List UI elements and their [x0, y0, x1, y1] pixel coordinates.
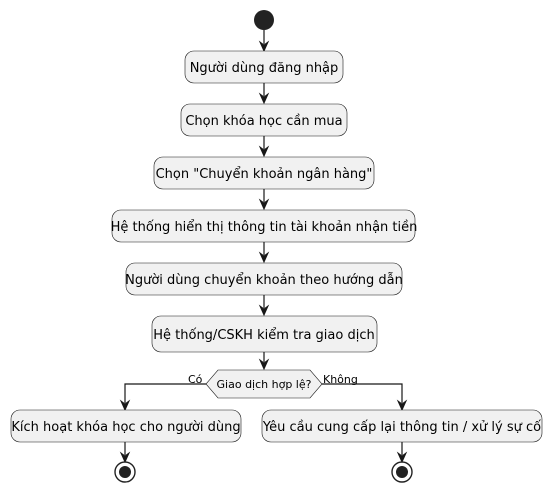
step-select-course-label: Chọn khóa học cần mua [185, 114, 342, 129]
step-activate-course-label: Kích hoạt khóa học cho người dùng [11, 420, 240, 435]
step-show-account-info-label: Hệ thống hiển thị thông tin tài khoản nh… [111, 220, 418, 235]
yes-label: Có [188, 373, 203, 386]
step-user-transfer-label: Người dùng chuyển khoản theo hướng dẫn [125, 273, 403, 288]
step-show-account-info: Hệ thống hiển thị thông tin tài khoản nh… [111, 209, 418, 243]
step-request-info: Yêu cầu cung cấp lại thông tin / xử lý s… [261, 409, 543, 443]
start-node [254, 10, 274, 30]
end-node-left [114, 461, 136, 483]
step-check-transaction-label: Hệ thống/CSKH kiểm tra giao dịch [153, 328, 374, 343]
decision-valid-transaction: Giao dịch hợp lệ? [205, 369, 323, 399]
step-choose-bank-transfer: Chọn "Chuyển khoản ngân hàng" [153, 156, 375, 190]
step-check-transaction: Hệ thống/CSKH kiểm tra giao dịch [151, 315, 378, 353]
step-select-course: Chọn khóa học cần mua [180, 103, 348, 137]
step-login-label: Người dùng đăng nhập [190, 61, 339, 76]
step-login: Người dùng đăng nhập [184, 50, 344, 84]
decision-question: Giao dịch hợp lệ? [217, 378, 312, 391]
step-activate-course: Kích hoạt khóa học cho người dùng [10, 409, 242, 443]
no-label: Không [323, 373, 358, 386]
step-choose-bank-transfer-label: Chọn "Chuyển khoản ngân hàng" [156, 167, 373, 182]
edges [119, 30, 408, 464]
step-user-transfer: Người dùng chuyển khoản theo hướng dẫn [125, 262, 403, 296]
end-node-right [391, 461, 413, 483]
step-request-info-label: Yêu cầu cung cấp lại thông tin / xử lý s… [262, 420, 541, 435]
